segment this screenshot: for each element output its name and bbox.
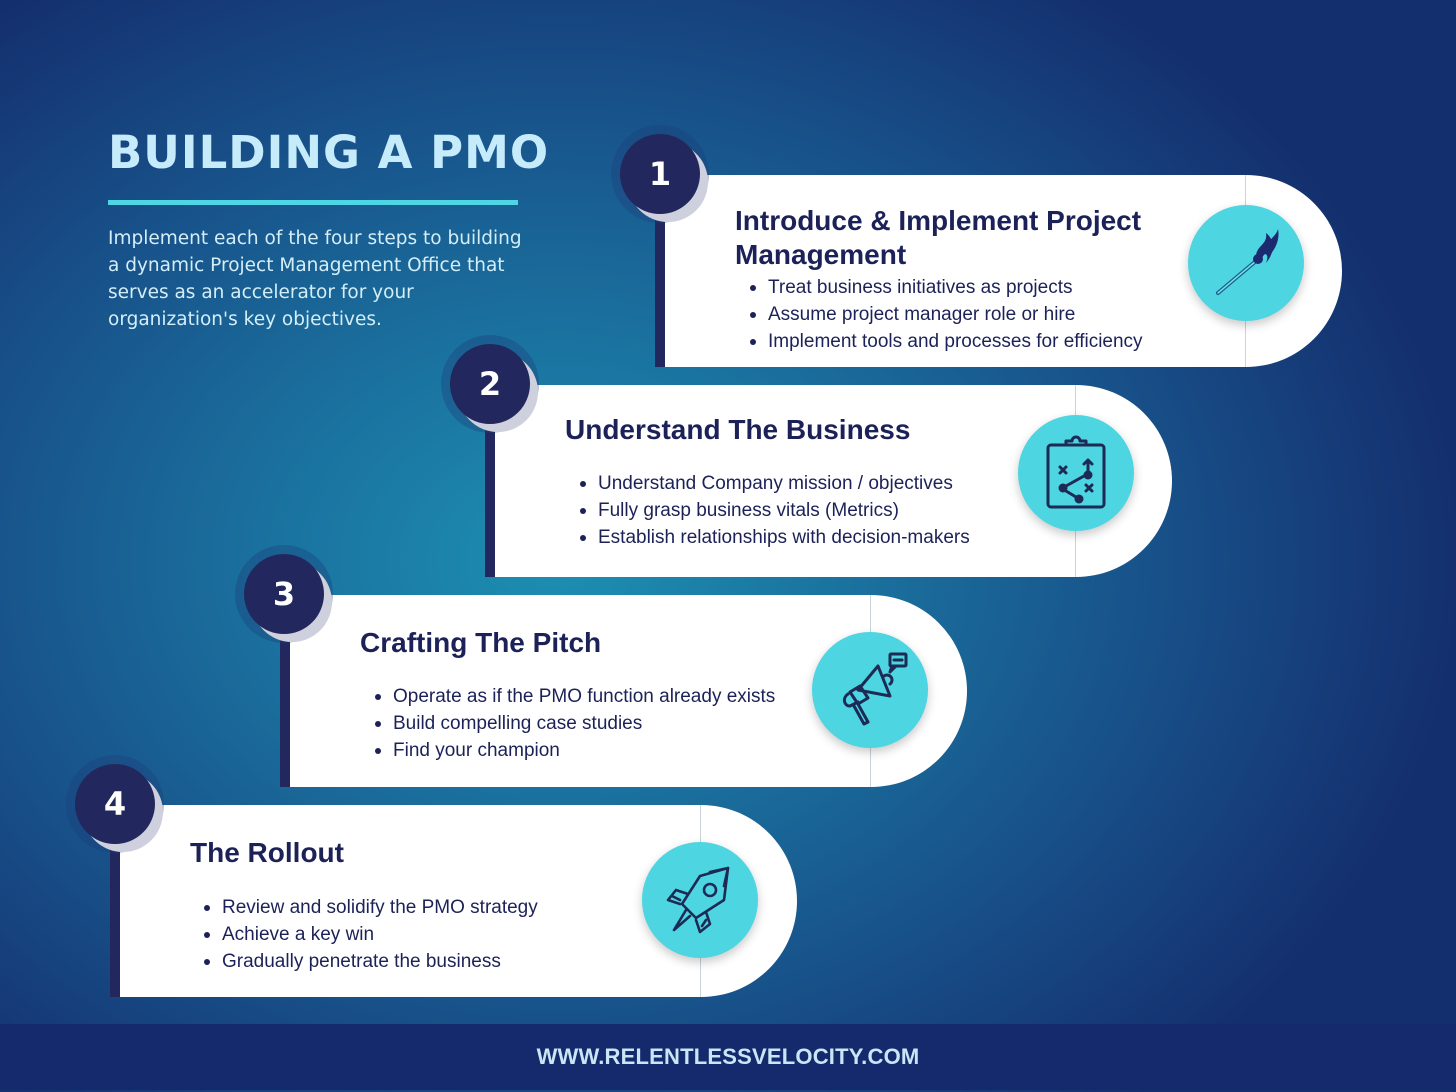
icon-disc: [642, 842, 758, 958]
bullet-item: Implement tools and processes for effici…: [748, 328, 1143, 355]
footer-url[interactable]: WWW.RELENTLESSVELOCITY.COM: [536, 1044, 920, 1069]
step-bullets: Treat business initiatives as projects A…: [748, 274, 1143, 355]
rocket-icon: [666, 866, 730, 934]
bullet-item: Treat business initiatives as projects: [748, 274, 1143, 301]
step-title-line: Crafting The Pitch: [360, 627, 602, 658]
strategy-clipboard-icon: [1046, 435, 1106, 509]
step-number-badge: 1: [620, 134, 700, 214]
footer-bar: WWW.RELENTLESSVELOCITY.COM: [0, 1024, 1456, 1090]
step-title: Introduce & Implement Project Management: [735, 204, 1141, 272]
bullet-item: Build compelling case studies: [373, 710, 775, 737]
title-underline: [108, 200, 518, 205]
icon-disc: [812, 632, 928, 748]
step-title: The Rollout: [190, 836, 344, 870]
bullet-item: Achieve a key win: [202, 921, 538, 948]
step-title: Crafting The Pitch: [360, 626, 601, 660]
intro-block: BUILDING A PMO Implement each of the fou…: [108, 126, 550, 333]
bullet-item: Understand Company mission / objectives: [578, 470, 970, 497]
bullet-item: Operate as if the PMO function already e…: [373, 683, 775, 710]
bullet-item: Establish relationships with decision-ma…: [578, 524, 970, 551]
step-bullets: Operate as if the PMO function already e…: [373, 683, 775, 764]
step-bullets: Review and solidify the PMO strategy Ach…: [202, 894, 538, 975]
bullet-item: Find your champion: [373, 737, 775, 764]
intro-description: Implement each of the four steps to buil…: [108, 228, 522, 330]
step-title-line: Understand The Business: [565, 414, 911, 445]
bullet-item: Fully grasp business vitals (Metrics): [578, 497, 970, 524]
lit-match-icon: [1216, 229, 1279, 295]
step-title-line: Introduce & Implement Project: [735, 205, 1142, 236]
step-number-badge: 3: [244, 554, 324, 634]
bullet-item: Assume project manager role or hire: [748, 301, 1143, 328]
step-title-line: Management: [735, 239, 907, 270]
page-title: BUILDING A PMO: [108, 126, 550, 179]
icon-disc: [1188, 205, 1304, 321]
step-bullets: Understand Company mission / objectives …: [578, 470, 970, 551]
bullet-item: Gradually penetrate the business: [202, 948, 538, 975]
megaphone-icon: [842, 652, 908, 726]
icon-disc: [1018, 415, 1134, 531]
step-title-line: The Rollout: [190, 837, 344, 868]
step-number-badge: 4: [75, 764, 155, 844]
step-title: Understand The Business: [565, 413, 910, 447]
bullet-item: Review and solidify the PMO strategy: [202, 894, 538, 921]
step-number-badge: 2: [450, 344, 530, 424]
